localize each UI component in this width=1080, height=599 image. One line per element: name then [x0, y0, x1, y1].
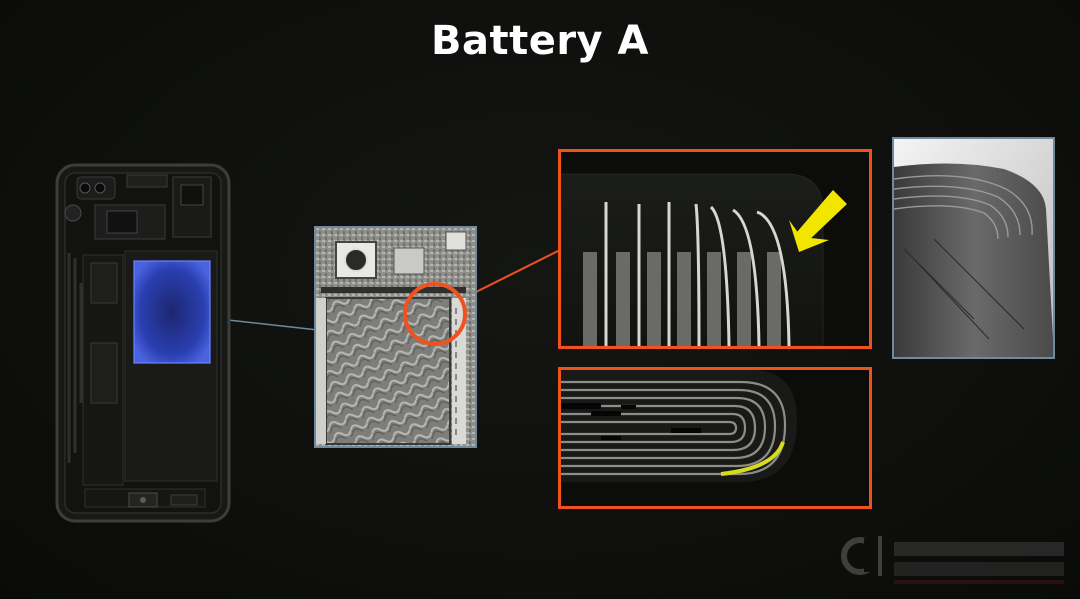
yellow-arrow-icon	[789, 190, 847, 252]
battery-highlight	[133, 260, 211, 364]
electrode-zoom-bottom	[558, 367, 872, 509]
phone-internal-view	[55, 163, 233, 525]
electrode-zoom-top	[558, 149, 872, 349]
watermark-logo-icon	[838, 528, 1078, 594]
defect-circle	[403, 282, 467, 346]
slide-title: Battery A	[430, 18, 650, 64]
xray-scan-image	[314, 226, 477, 448]
deformation-highlight	[720, 441, 785, 476]
electrode-roll-photo	[892, 137, 1055, 359]
